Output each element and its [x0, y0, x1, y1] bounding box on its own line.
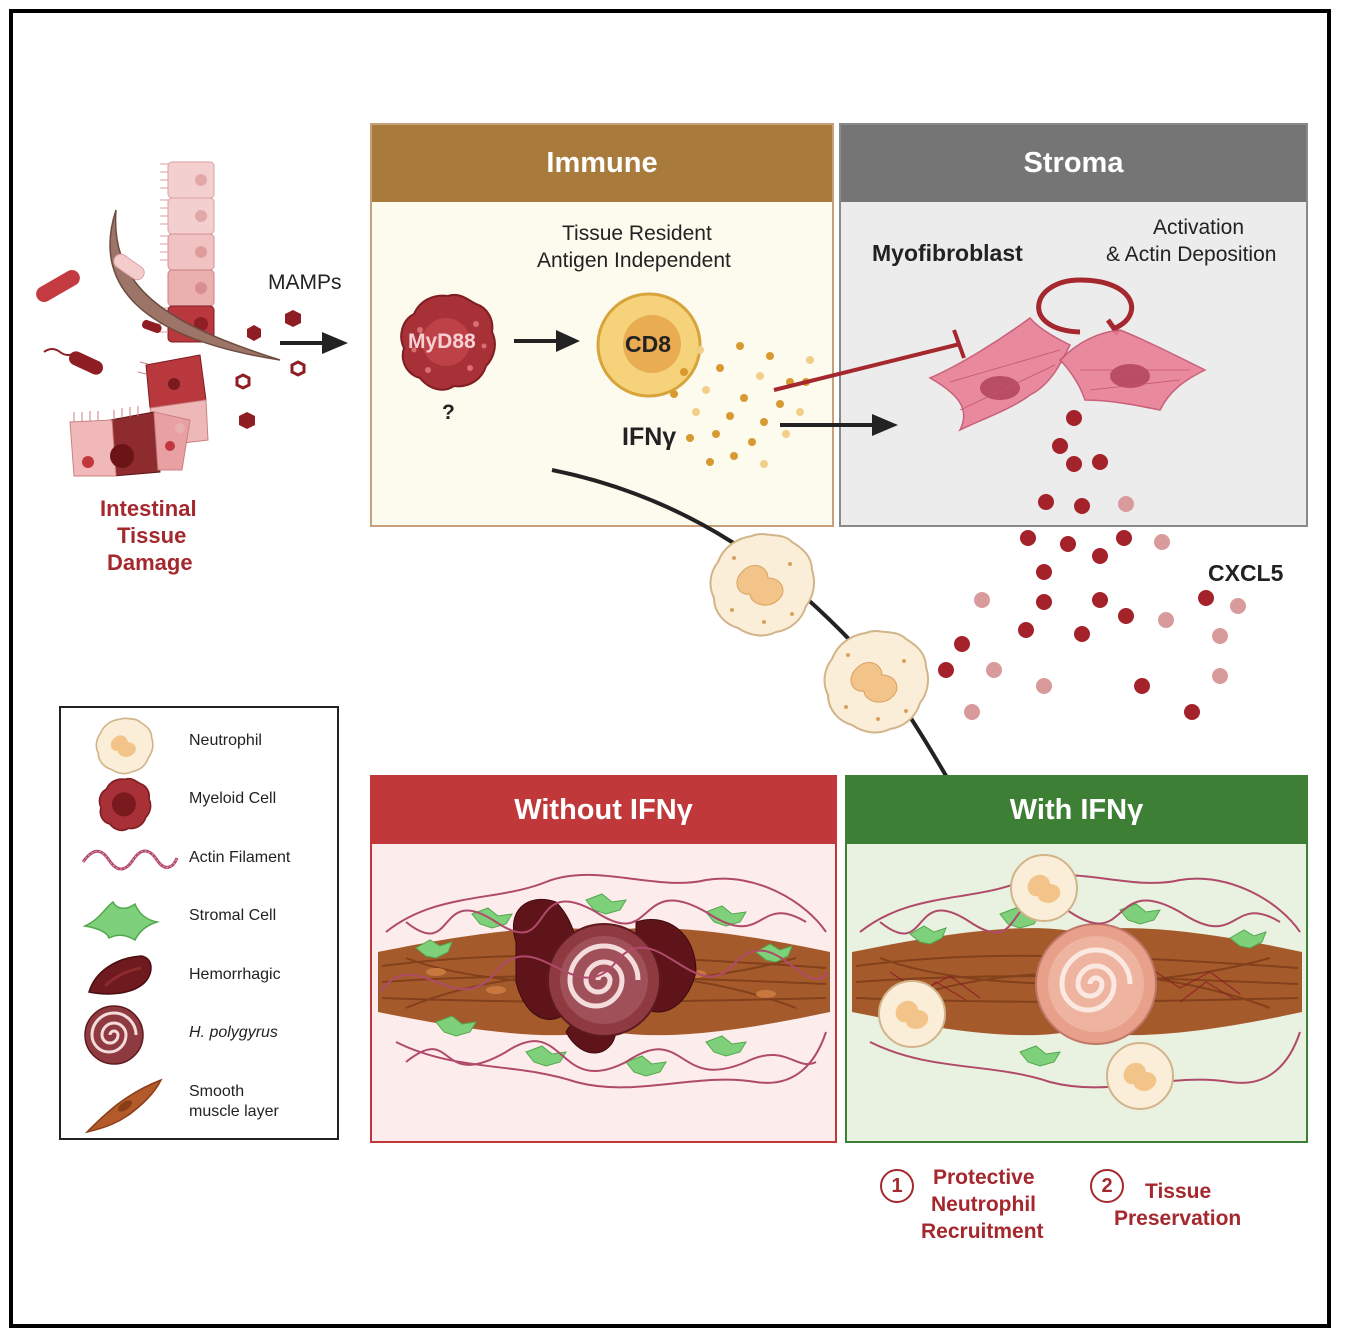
legend-label-myeloid-cell: Myeloid Cell	[189, 790, 277, 807]
stromal-cell-icon	[82, 900, 160, 942]
stroma-header-text: Stroma	[1023, 147, 1124, 179]
myd88-label: MyD88	[408, 330, 476, 353]
ifng-particles	[670, 342, 814, 468]
activation-label-line1: Activation	[1153, 216, 1245, 239]
intestinal-damage-label-line2: Tissue	[117, 523, 187, 548]
legend-label-h-polygyrus: H. polygyrus	[189, 1024, 278, 1041]
legend-label-hemorrhagic: Hemorrhagic	[189, 966, 281, 983]
with-ifng-header: With IFNγ	[847, 777, 1306, 844]
tissue-neutrophils	[878, 854, 1174, 1110]
ifng-label: IFNγ	[622, 423, 677, 451]
neutrophil-migrating-2	[823, 629, 929, 734]
intestinal-damage-label-line1: Intestinal	[100, 496, 197, 521]
immune-panel-header: Immune	[372, 125, 832, 202]
without-ifng-tissue-illustration	[378, 873, 830, 1089]
legend: Neutrophil Myeloid Cell Actin Filament S…	[59, 706, 339, 1140]
intestinal-damage-label-line3: Damage	[107, 550, 193, 575]
stroma-panel-header: Stroma	[841, 125, 1306, 202]
legend-label-neutrophil: Neutrophil	[189, 732, 262, 749]
cd8-label: CD8	[625, 331, 672, 357]
legend-label-smooth-muscle-line2: muscle layer	[189, 1103, 279, 1120]
myofibroblast-illustration	[928, 277, 1207, 432]
mamps-label: MAMPs	[268, 271, 342, 294]
outcome-2-number: 2	[1090, 1169, 1124, 1203]
without-ifng-header-text: Without IFNγ	[514, 794, 693, 826]
ifng-inhibition-line	[773, 329, 966, 392]
outcome-1-line2: Neutrophil	[931, 1193, 1036, 1216]
myeloid-to-cd8-arrow	[514, 330, 580, 352]
hemorrhagic-icon	[88, 955, 152, 995]
neutrophil-migrating-1	[709, 532, 815, 637]
legend-label-stromal-cell: Stromal Cell	[189, 907, 277, 924]
outcome-1-number: 1	[880, 1169, 914, 1203]
legend-label-smooth-muscle-line1: Smooth	[189, 1083, 245, 1100]
with-ifng-header-text: With IFNγ	[1009, 794, 1144, 826]
intestinal-tissue-illustration	[36, 161, 306, 477]
cxcl5-particles	[938, 410, 1246, 720]
figure-frame	[9, 9, 1331, 1328]
cd8-cell-illustration	[596, 292, 702, 398]
myeloid-cell-icon	[98, 777, 152, 832]
immune-header-text: Immune	[546, 147, 658, 179]
myd88-question-mark: ?	[442, 401, 455, 424]
with-ifng-tissue-illustration	[852, 854, 1302, 1110]
immune-subtitle-line2: Antigen Independent	[537, 249, 731, 272]
ifng-to-stroma-arrow	[780, 414, 898, 436]
outcome-1-line3: Recruitment	[921, 1220, 1044, 1243]
outcome-2-line2: Preservation	[1114, 1207, 1242, 1230]
legend-label-actin-filament: Actin Filament	[189, 849, 291, 866]
mamps-arrow	[280, 332, 348, 354]
without-ifng-header: Without IFNγ	[372, 777, 835, 844]
immune-subtitle-line1: Tissue Resident	[562, 222, 712, 245]
myeloid-cell-illustration	[400, 294, 496, 391]
activation-label-line2: & Actin Deposition	[1106, 243, 1277, 266]
outcome-1-line1: Protective	[933, 1166, 1035, 1189]
neutrophil-icon	[95, 717, 154, 775]
myofibroblast-label: Myofibroblast	[872, 240, 1023, 266]
actin-filament-icon	[81, 849, 179, 871]
cxcl5-label: CXCL5	[1208, 560, 1284, 586]
h-polygyrus-icon	[84, 1005, 144, 1065]
smooth-muscle-icon	[84, 1078, 163, 1134]
outcome-2-line1: Tissue	[1145, 1180, 1212, 1203]
